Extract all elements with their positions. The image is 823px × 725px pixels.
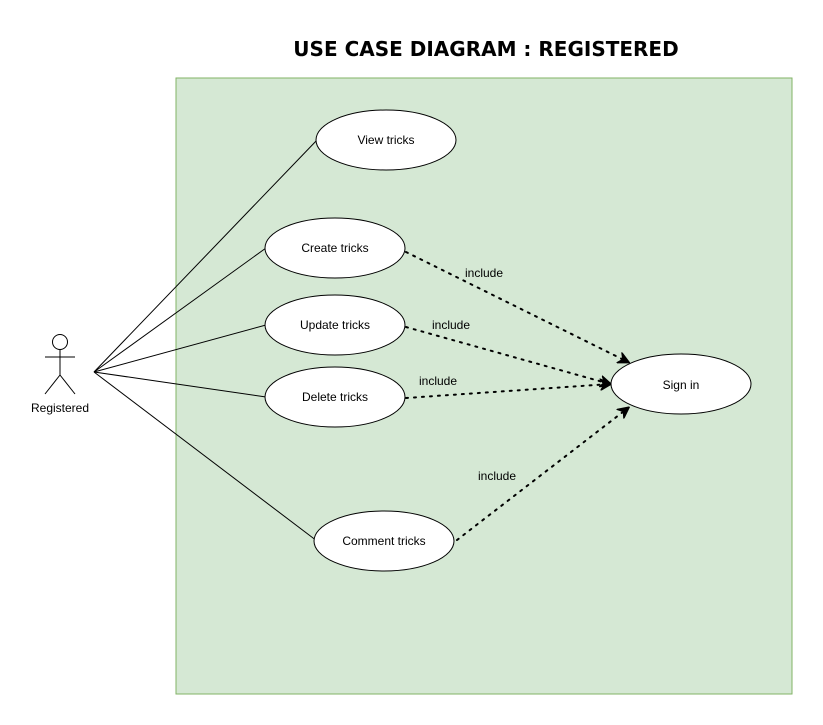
assoc-update-tricks — [93, 324, 267, 373]
diagram-title: USE CASE DIAGRAM : REGISTERED — [293, 37, 678, 61]
assoc-create-tricks — [93, 247, 267, 373]
include-arrow-create — [405, 251, 628, 362]
include-label-update: include — [432, 318, 470, 332]
use-case-label: Update tricks — [300, 318, 370, 332]
assoc-delete-tricks — [93, 371, 267, 398]
include-arrow-update — [405, 326, 610, 384]
associations — [93, 138, 319, 542]
use-case-label: Sign in — [663, 378, 700, 392]
include-relations: include include include include — [405, 251, 628, 541]
use-case-label: View tricks — [357, 133, 414, 147]
actor-label: Registered — [31, 401, 89, 415]
include-label-comment: include — [478, 469, 516, 483]
use-case-label: Delete tricks — [302, 390, 368, 404]
assoc-view-tricks — [93, 138, 319, 373]
include-label-delete: include — [419, 374, 457, 388]
assoc-comment-tricks — [93, 371, 318, 542]
use-case-update-tricks[interactable]: Update tricks — [264, 294, 406, 356]
use-case-comment-tricks[interactable]: Comment tricks — [313, 510, 455, 572]
stick-figure-icon — [44, 334, 76, 395]
use-case-label: Comment tricks — [342, 534, 425, 548]
use-case-sign-in[interactable]: Sign in — [610, 353, 752, 415]
use-case-delete-tricks[interactable]: Delete tricks — [264, 366, 406, 428]
include-label-create: include — [465, 266, 503, 280]
use-case-create-tricks[interactable]: Create tricks — [264, 217, 406, 279]
use-case-view-tricks[interactable]: View tricks — [315, 109, 457, 171]
use-case-label: Create tricks — [301, 241, 368, 255]
actor-registered: Registered — [31, 334, 89, 415]
include-arrow-delete — [405, 384, 610, 399]
